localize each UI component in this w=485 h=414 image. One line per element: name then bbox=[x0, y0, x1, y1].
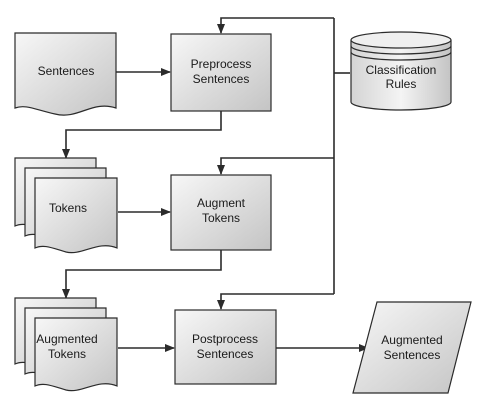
rules-label-line1: Classification bbox=[366, 63, 437, 77]
sentences-node: Sentences bbox=[14, 32, 117, 116]
preprocess-sentences-node: Preprocess Sentences bbox=[170, 33, 272, 112]
document-shape bbox=[14, 32, 117, 116]
document-stack-front bbox=[34, 177, 118, 254]
preprocess-label-line1: Preprocess bbox=[191, 57, 252, 71]
classification-rules-node: Classification Rules bbox=[350, 31, 452, 111]
cylinder-top bbox=[350, 31, 452, 49]
augmented-sentences-label-line1: Augmented bbox=[381, 333, 442, 347]
augmented-sentences-node: Augmented Sentences bbox=[352, 301, 472, 394]
document-stack-front bbox=[34, 317, 118, 392]
augment-label-line1: Augment bbox=[197, 196, 246, 210]
postprocess-label-line2: Sentences bbox=[197, 347, 254, 361]
arrow-preprocess-to-tokens bbox=[62, 111, 222, 159]
augment-label-line2: Tokens bbox=[202, 211, 240, 225]
arrow-rules-to-augment bbox=[217, 157, 334, 175]
data-io-shape bbox=[352, 301, 472, 394]
tokens-node: Tokens bbox=[14, 157, 118, 254]
process-box bbox=[170, 33, 272, 112]
postprocess-label-line1: Postprocess bbox=[192, 332, 258, 346]
sentences-label: Sentences bbox=[38, 64, 95, 78]
arrow-augment-to-augmented-tokens bbox=[62, 250, 222, 299]
augmented-sentences-label-line2: Sentences bbox=[384, 348, 441, 362]
augmented-tokens-label-line1: Augmented bbox=[36, 332, 97, 346]
cylinder-body bbox=[350, 40, 452, 111]
connectors bbox=[62, 17, 369, 352]
cylinder-ring-1 bbox=[350, 45, 452, 55]
augmented-tokens-label-line2: Tokens bbox=[48, 347, 86, 361]
process-box bbox=[174, 309, 277, 385]
rules-label-line2: Rules bbox=[386, 77, 417, 91]
arrow-rules-to-preprocess bbox=[217, 17, 334, 34]
augment-tokens-node: Augment Tokens bbox=[170, 174, 272, 251]
preprocess-label-line2: Sentences bbox=[193, 72, 250, 86]
arrow-rules-to-postprocess bbox=[217, 293, 334, 310]
cylinder-ring-2 bbox=[350, 51, 452, 61]
postprocess-sentences-node: Postprocess Sentences bbox=[174, 309, 277, 385]
process-box bbox=[170, 174, 272, 251]
augmented-tokens-node: Augmented Tokens bbox=[14, 297, 118, 392]
tokens-label: Tokens bbox=[49, 201, 87, 215]
